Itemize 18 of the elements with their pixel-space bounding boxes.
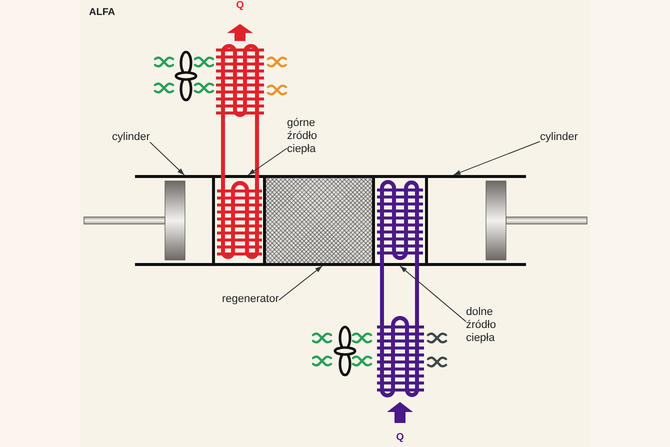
heat-label: Q [396, 432, 404, 444]
leader-line [453, 140, 540, 176]
leader-line [149, 142, 185, 176]
regenerator-mesh [266, 175, 372, 266]
heater-section [212, 175, 266, 266]
leader-line [400, 266, 466, 322]
cylinder-chamber [428, 175, 526, 266]
heat-label: Q [236, 0, 244, 12]
part-label: cylinder [540, 131, 578, 144]
part-label: regenerator [222, 293, 279, 306]
leader-line [248, 148, 288, 176]
part-label: górne źródło ciepła [287, 117, 327, 156]
cylinder-chamber [135, 175, 212, 266]
cooler-section [372, 175, 428, 266]
leader-line [278, 266, 323, 301]
part-label: cylinder [112, 131, 150, 144]
part-label: dolne źródło ciepła [466, 306, 506, 345]
diagram-title: ALFA [89, 7, 116, 19]
